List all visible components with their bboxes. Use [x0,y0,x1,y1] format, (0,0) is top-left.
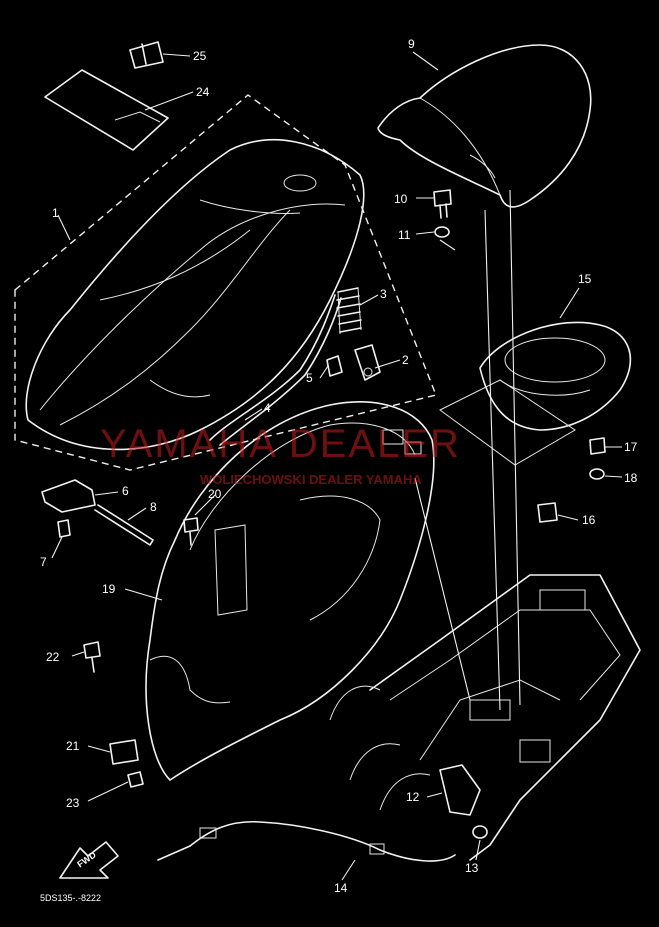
callout-23[interactable]: 23 [66,796,80,810]
callout-5[interactable]: 5 [306,371,313,385]
callout-12[interactable]: 12 [406,790,420,804]
seat-assembly-dashed-outline [14,94,437,471]
nut-23[interactable] [127,771,144,788]
callout-7[interactable]: 7 [40,555,47,569]
bolt-17[interactable] [589,437,606,455]
callout-8[interactable]: 8 [150,500,157,514]
callout-13[interactable]: 13 [465,861,479,875]
watermark-line-2: WOLIECHOWSKI DEALER YAMAHA [200,472,422,487]
rear-carrier[interactable] [439,321,632,466]
callout-19[interactable]: 19 [102,582,116,596]
watermark-line-1: YAMAHA DEALER [100,422,461,466]
callout-18[interactable]: 18 [624,471,638,485]
frame-structure [329,574,641,861]
diagram-code: 5DS135-.-8222 [40,893,102,903]
callout-1[interactable]: 1 [52,206,59,220]
forward-direction-arrow: FWD [59,841,119,879]
callout-4[interactable]: 4 [264,401,271,415]
callout-9[interactable]: 9 [408,37,415,51]
bolt-10[interactable] [433,189,452,219]
grommet-13[interactable] [472,825,488,839]
storage-box[interactable] [145,401,435,781]
callout-17[interactable]: 17 [624,440,638,454]
callout-20[interactable]: 20 [208,487,222,501]
latch-bracket[interactable] [439,764,481,816]
fwd-label: FWD [75,849,98,869]
callout-10[interactable]: 10 [394,192,408,206]
callout-11[interactable]: 11 [398,228,411,242]
callout-14[interactable]: 14 [334,881,348,895]
rear-seat[interactable] [377,44,592,208]
bolt-22[interactable] [83,641,101,673]
seat-release-cable[interactable] [157,820,456,862]
damper-16[interactable] [537,502,558,523]
bolt-20[interactable] [183,517,199,546]
callout-16[interactable]: 16 [582,513,596,527]
bolt-7[interactable] [57,519,71,538]
seat-lock[interactable] [354,344,381,381]
callout-15[interactable]: 15 [578,272,592,286]
seat-pad[interactable] [44,69,169,151]
callout-6[interactable]: 6 [122,484,129,498]
callout-22[interactable]: 22 [46,650,60,664]
callout-3[interactable]: 3 [380,287,387,301]
washer-18[interactable] [589,468,605,480]
seat-spring[interactable] [336,287,362,335]
seat-seal-strip[interactable] [209,294,342,446]
hinge-bracket[interactable] [41,479,96,513]
grommet[interactable] [326,355,343,377]
washer-11[interactable] [434,226,450,238]
callout-25[interactable]: 25 [193,49,207,63]
seat-clip[interactable] [129,41,164,69]
hinge-pin[interactable] [94,504,154,546]
callout-2[interactable]: 2 [402,353,409,367]
callout-24[interactable]: 24 [196,85,210,99]
clip-21[interactable] [109,739,139,765]
callout-21[interactable]: 21 [66,739,80,753]
callout-leaders [51,51,623,881]
main-seat[interactable] [25,139,365,451]
